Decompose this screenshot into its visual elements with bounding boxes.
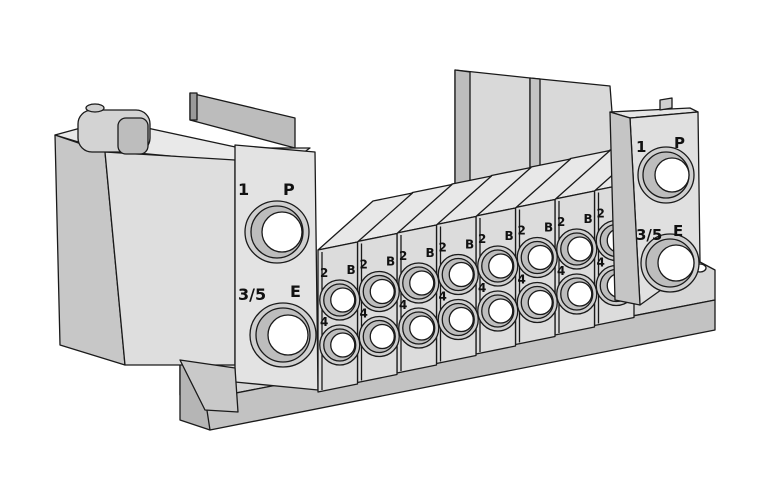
left-port-e-letter: E: [290, 282, 301, 301]
station-label-4: 4: [439, 290, 447, 304]
station-port-a: [556, 273, 598, 315]
left-port-p-letter: P: [283, 180, 295, 199]
station-label-2: 2: [518, 224, 526, 238]
station-port-b: [556, 228, 598, 270]
station-port-b: [437, 253, 479, 296]
station-label-4: 4: [478, 281, 486, 295]
station-label-4: 4: [557, 264, 565, 278]
station-label-4: 4: [399, 298, 407, 312]
left-end-block: [54, 92, 319, 413]
station-label-b: B: [584, 212, 593, 226]
station-label-2: 2: [399, 249, 407, 263]
right-port-p: [637, 146, 695, 204]
station-port-b: [477, 245, 519, 287]
station-port-a: [516, 281, 558, 324]
right-port-e: [640, 233, 700, 293]
station-label-b: B: [465, 238, 474, 252]
station-label-2: 2: [478, 232, 486, 246]
left-port-p: [244, 200, 310, 264]
left-port-e-number: 3/5: [238, 285, 266, 304]
station-label-b: B: [347, 263, 356, 277]
right-port-p-number: 1: [636, 138, 646, 156]
station-label-2: 2: [360, 258, 368, 272]
station-port-b: [516, 236, 558, 279]
station-label-2: 2: [439, 241, 447, 255]
station-port-b: [319, 279, 361, 321]
left-port-e: [249, 302, 317, 368]
station-label-4: 4: [597, 256, 605, 270]
station-port-a: [319, 324, 361, 366]
station-label-b: B: [544, 221, 553, 235]
station-port-a: [358, 315, 400, 358]
station-port-b: [398, 262, 440, 304]
station-label-4: 4: [360, 307, 368, 321]
station-label-b: B: [426, 246, 435, 260]
station-port-a: [437, 298, 479, 341]
station-label-2: 2: [597, 207, 605, 221]
right-port-e-number: 3/5: [636, 226, 662, 244]
station-port-a: [477, 290, 519, 332]
station-label-2: 2: [557, 215, 565, 229]
right-port-p-letter: P: [674, 134, 685, 152]
station-label-2: 2: [320, 266, 328, 280]
station-label-b: B: [386, 255, 395, 269]
station-label-b: B: [505, 229, 514, 243]
station-port-a: [398, 307, 440, 349]
station-label-4: 4: [320, 315, 328, 329]
left-port-p-number: 1: [238, 180, 249, 199]
station-label-4: 4: [518, 273, 526, 287]
station-port-b: [358, 270, 400, 313]
right-port-e-letter: E: [673, 222, 683, 240]
